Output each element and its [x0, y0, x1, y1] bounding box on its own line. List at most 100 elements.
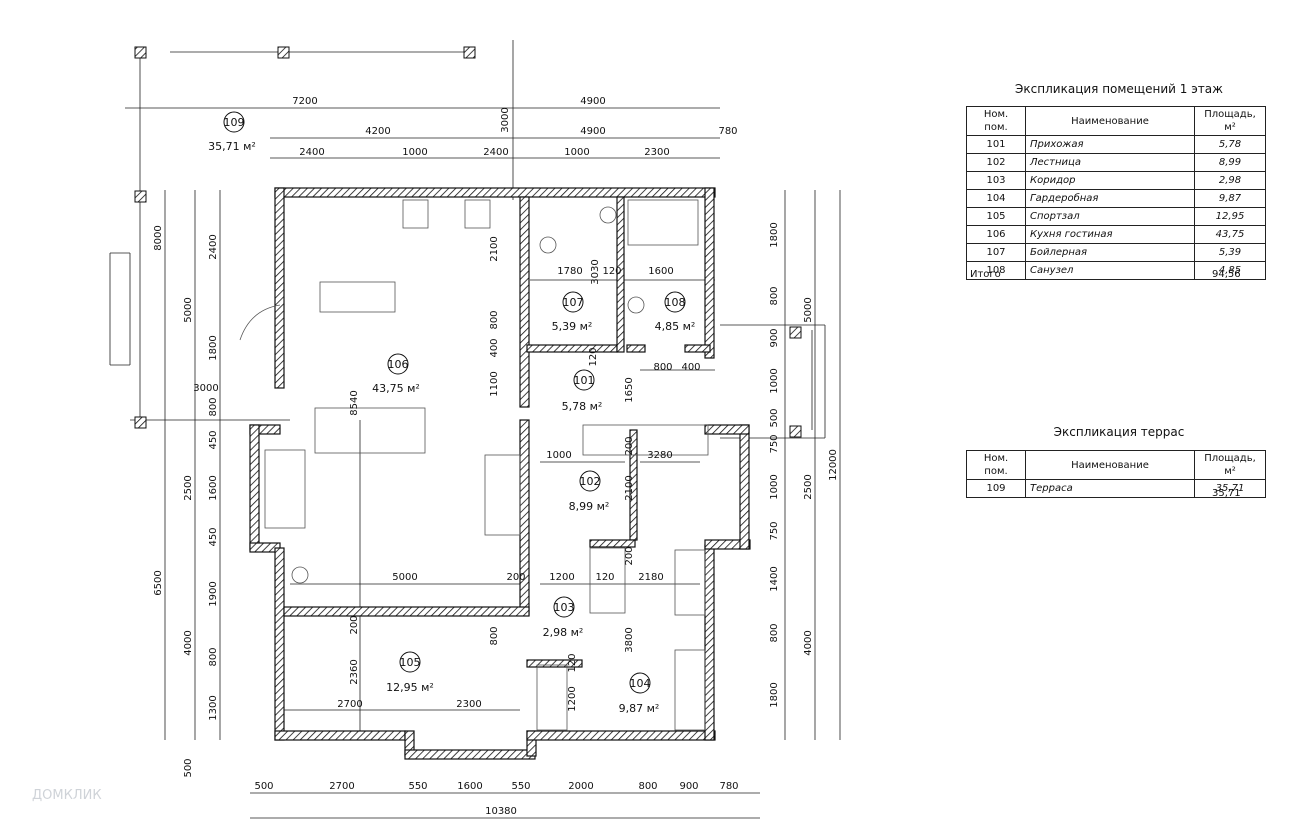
dim-label: 5000 [392, 572, 417, 583]
cell: 5,39 [1194, 243, 1266, 262]
room-number: 106 [388, 358, 409, 371]
dim-label: 200 [624, 436, 635, 455]
dim-label: 1000 [546, 450, 571, 461]
dim-label: 10380 [485, 806, 517, 817]
dim-label: 900 [769, 328, 780, 347]
dim-label: 780 [719, 781, 738, 792]
dim-label: 1800 [208, 335, 219, 360]
dim-label: 750 [769, 434, 780, 453]
room-109-marker [223, 111, 245, 133]
room-101-marker [573, 369, 595, 391]
dim-label: 4900 [580, 126, 605, 137]
room-number: 105 [400, 656, 421, 669]
dim-label: 800 [653, 362, 672, 373]
dim-label: 1600 [208, 475, 219, 500]
cell: Бойлерная [1025, 243, 1195, 262]
dim-label: 1300 [208, 695, 219, 720]
cell: Коридор [1025, 171, 1195, 190]
dim-label: 800 [769, 286, 780, 305]
table-header-row: Ном. пом. Наименование Площадь, м² [966, 450, 1266, 480]
dim-label: 4900 [580, 96, 605, 107]
total-value: 94,56 [1212, 269, 1241, 280]
cell: Лестница [1025, 153, 1195, 172]
dim-label: 1200 [549, 572, 574, 583]
dim-label: 1400 [769, 566, 780, 591]
dim-label: 1600 [457, 781, 482, 792]
dim-label: 120 [602, 266, 621, 277]
cell: 103 [966, 171, 1026, 190]
dim-label: 400 [681, 362, 700, 373]
cell: 2,98 [1194, 171, 1266, 190]
watermark-logo: ДОМКЛИК [32, 788, 102, 803]
room-106-marker [387, 353, 409, 375]
table1-title: Экспликация помещений 1 этаж [1015, 82, 1223, 96]
dim-label: 2700 [337, 699, 362, 710]
room-104-marker [629, 672, 651, 694]
dim-label: 1000 [769, 368, 780, 393]
dim-label: 1100 [489, 371, 500, 396]
cell: 108 [966, 261, 1026, 280]
dim-label: 4000 [803, 630, 814, 655]
dim-label: 3030 [590, 259, 601, 284]
cell: 12,95 [1194, 207, 1266, 226]
dim-label: 500 [769, 408, 780, 427]
dim-label: 2300 [456, 699, 481, 710]
dim-label: 800 [638, 781, 657, 792]
room-area: 2,98 м² [543, 626, 584, 639]
dim-label: 12000 [828, 449, 839, 481]
cell: 106 [966, 225, 1026, 244]
dim-label: 450 [208, 430, 219, 449]
dim-label: 8000 [153, 225, 164, 250]
table2-title: Экспликация террас [1053, 425, 1185, 439]
col-header: Площадь, м² [1194, 450, 1266, 480]
cell: 5,78 [1194, 135, 1266, 154]
cell: Спортзал [1025, 207, 1195, 226]
dim-label: 800 [489, 310, 500, 329]
dim-label: 800 [208, 647, 219, 666]
table-header-row: Ном. пом. Наименование Площадь, м² [966, 106, 1266, 136]
dim-label: 2180 [638, 572, 663, 583]
dim-label: 400 [489, 338, 500, 357]
room-number: 103 [554, 601, 575, 614]
room-number: 109 [224, 116, 245, 129]
room-103-marker [553, 596, 575, 618]
room-108-marker [664, 291, 686, 313]
room-107-marker [562, 291, 584, 313]
dim-label: 1600 [648, 266, 673, 277]
dim-label: 2700 [329, 781, 354, 792]
dim-label: 550 [511, 781, 530, 792]
dim-label: 6500 [153, 570, 164, 595]
dim-label: 8540 [349, 390, 360, 415]
col-header: Площадь, м² [1194, 106, 1266, 136]
room-area: 5,39 м² [552, 320, 593, 333]
cell: Прихожая [1025, 135, 1195, 154]
cell: Санузел [1025, 261, 1195, 280]
dim-label: 2300 [644, 147, 669, 158]
dim-label: 4200 [365, 126, 390, 137]
dim-label: 1800 [769, 222, 780, 247]
room-number: 108 [665, 296, 686, 309]
cell: 101 [966, 135, 1026, 154]
walls [249, 187, 751, 760]
cell: 102 [966, 153, 1026, 172]
columns [134, 46, 802, 438]
dim-label: 550 [408, 781, 427, 792]
cell: 104 [966, 189, 1026, 208]
room-102-marker [579, 470, 601, 492]
dim-label: 780 [718, 126, 737, 137]
dim-label: 2100 [489, 236, 500, 261]
col-header: Наименование [1025, 106, 1195, 136]
cell: Кухня гостиная [1025, 225, 1195, 244]
room-105-marker [399, 651, 421, 673]
room-area: 43,75 м² [372, 382, 420, 395]
dim-label: 800 [769, 623, 780, 642]
room-number: 102 [580, 475, 601, 488]
dim-label: 7200 [292, 96, 317, 107]
cell: 109 [966, 479, 1026, 498]
